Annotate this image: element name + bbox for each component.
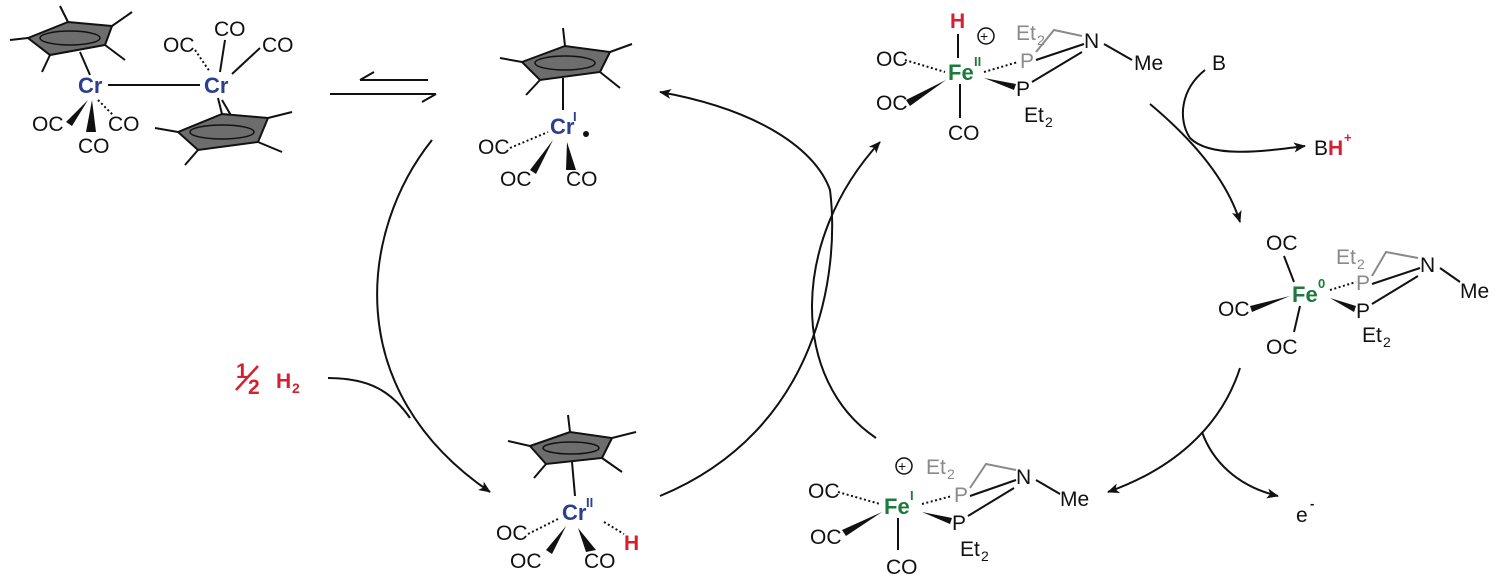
co-label: OC: [510, 550, 542, 573]
ethyl-label: Et: [926, 456, 946, 479]
ethyl-label: Et: [1024, 104, 1044, 127]
oxidation-state: II: [974, 54, 981, 69]
ethyl-subscript: 2: [947, 466, 955, 482]
ethyl-subscript: 2: [1357, 256, 1365, 272]
hydride-label: H: [950, 10, 965, 33]
co-label: OC: [500, 168, 532, 191]
cr-metal-b: Cr: [204, 73, 229, 98]
electron-product: e -: [1296, 496, 1314, 527]
electron-charge: -: [1310, 496, 1314, 511]
ethyl-label: Et: [1336, 246, 1356, 269]
methyl-label: Me: [1060, 488, 1089, 511]
electron-label: e: [1296, 504, 1308, 527]
radical-dot: [583, 131, 589, 137]
fe-metal: Fe: [948, 60, 974, 85]
charge-plus: +: [980, 28, 988, 44]
co-label: CO: [948, 122, 980, 145]
positive-charge-icon: [895, 457, 913, 475]
hydride-label: H: [624, 532, 639, 555]
co-label: OC: [876, 48, 908, 71]
ethyl-label: Et: [960, 538, 980, 561]
cr-metal: Cr: [562, 500, 587, 525]
arrow-fe-ii-to-fe-0: [1149, 103, 1242, 223]
half-h2-reagent: 1 2 H 2: [235, 360, 300, 399]
co-label: CO: [584, 550, 616, 573]
co-label: OC: [1266, 336, 1298, 359]
oxidation-state: I: [573, 109, 577, 124]
co-label: CO: [78, 135, 110, 158]
oxidation-state: I: [910, 488, 914, 503]
positive-charge-icon: [977, 27, 995, 45]
arrow-cr-i-to-cr-ii: [376, 139, 491, 493]
phosphorus-front: P: [952, 512, 966, 535]
cp-star-ring: [26, 20, 114, 57]
chromium-dimer: Cr Cr OC CO CO OC CO CO: [9, 5, 294, 166]
ethyl-label: Et: [1016, 22, 1036, 45]
methyl-label: Me: [1460, 280, 1489, 303]
co-label: OC: [876, 92, 908, 115]
fraction-numerator: 1: [236, 360, 248, 383]
methyl-label: Me: [1134, 52, 1163, 75]
co-label: OC: [1266, 232, 1298, 255]
fe-ii-hydride: H + Fe II OC OC CO P Et 2 N Me P Et 2: [876, 10, 1163, 145]
co-label: CO: [108, 113, 140, 136]
ethyl-subscript: 2: [1037, 32, 1045, 48]
nitrogen-label: N: [1420, 254, 1435, 277]
cp-star-ring: [528, 430, 614, 466]
arrow-fe-i-to-fe-ii: [811, 141, 881, 439]
cp-star-ring: [520, 44, 612, 82]
ethyl-subscript: 2: [981, 548, 989, 564]
fe-metal: Fe: [1292, 282, 1318, 307]
co-label: CO: [886, 556, 918, 579]
phosphorus-back: P: [1020, 50, 1034, 73]
arrow-to-cr-i: [659, 89, 834, 497]
h2-label: H: [276, 370, 291, 393]
cr-ii-hydride: Cr II H OC OC CO: [496, 414, 639, 573]
co-label: OC: [808, 480, 840, 503]
fraction-denominator: 2: [248, 376, 260, 399]
oxidation-state: II: [586, 495, 593, 510]
h2-subscript: 2: [292, 380, 300, 396]
phosphorus-back: P: [954, 484, 968, 507]
co-label: OC: [496, 522, 528, 545]
arrow-electron-out: [1201, 431, 1279, 499]
charge-plus: +: [898, 458, 906, 474]
co-label: OC: [32, 113, 64, 136]
co-label: CO: [566, 168, 598, 191]
conjugate-acid-h: H: [1328, 137, 1343, 160]
nitrogen-label: N: [1016, 466, 1031, 489]
conjugate-acid-charge: +: [1344, 130, 1352, 145]
co-label: OC: [1218, 298, 1250, 321]
cycle-arrows: [327, 89, 1279, 499]
co-label: OC: [163, 34, 195, 57]
ethyl-label: Et: [1362, 324, 1382, 347]
cp-star-ring: [176, 112, 270, 152]
oxidation-state: 0: [1318, 276, 1325, 291]
fe-metal: Fe: [884, 494, 910, 519]
equilibrium-arrows: [330, 71, 437, 103]
cr-metal: Cr: [550, 114, 575, 139]
arrow-fe-0-to-fe-i: [1107, 367, 1241, 494]
co-label: OC: [478, 136, 510, 159]
base-reagent: B B H +: [1181, 52, 1352, 160]
phosphorus-front: P: [1016, 78, 1030, 101]
arrow-h2-in: [327, 377, 411, 419]
cr-i-radical: Cr I OC OC CO: [478, 27, 633, 191]
conjugate-acid-b: B: [1314, 137, 1328, 160]
ethyl-subscript: 2: [1383, 334, 1391, 350]
phosphorus-back: P: [1356, 272, 1370, 295]
phosphorus-front: P: [1356, 300, 1370, 323]
co-label: CO: [262, 34, 294, 57]
ethyl-subscript: 2: [1045, 114, 1053, 130]
cr-metal-a: Cr: [78, 73, 103, 98]
co-label: OC: [810, 526, 842, 549]
fe-i-complex: + Fe I OC OC CO P Et 2 N Me P Et 2: [808, 456, 1089, 579]
base-label: B: [1212, 52, 1226, 75]
nitrogen-label: N: [1084, 30, 1099, 53]
fe-0-complex: OC Fe 0 OC OC P Et 2 N Me P Et 2: [1218, 232, 1489, 359]
co-label: CO: [214, 18, 246, 41]
